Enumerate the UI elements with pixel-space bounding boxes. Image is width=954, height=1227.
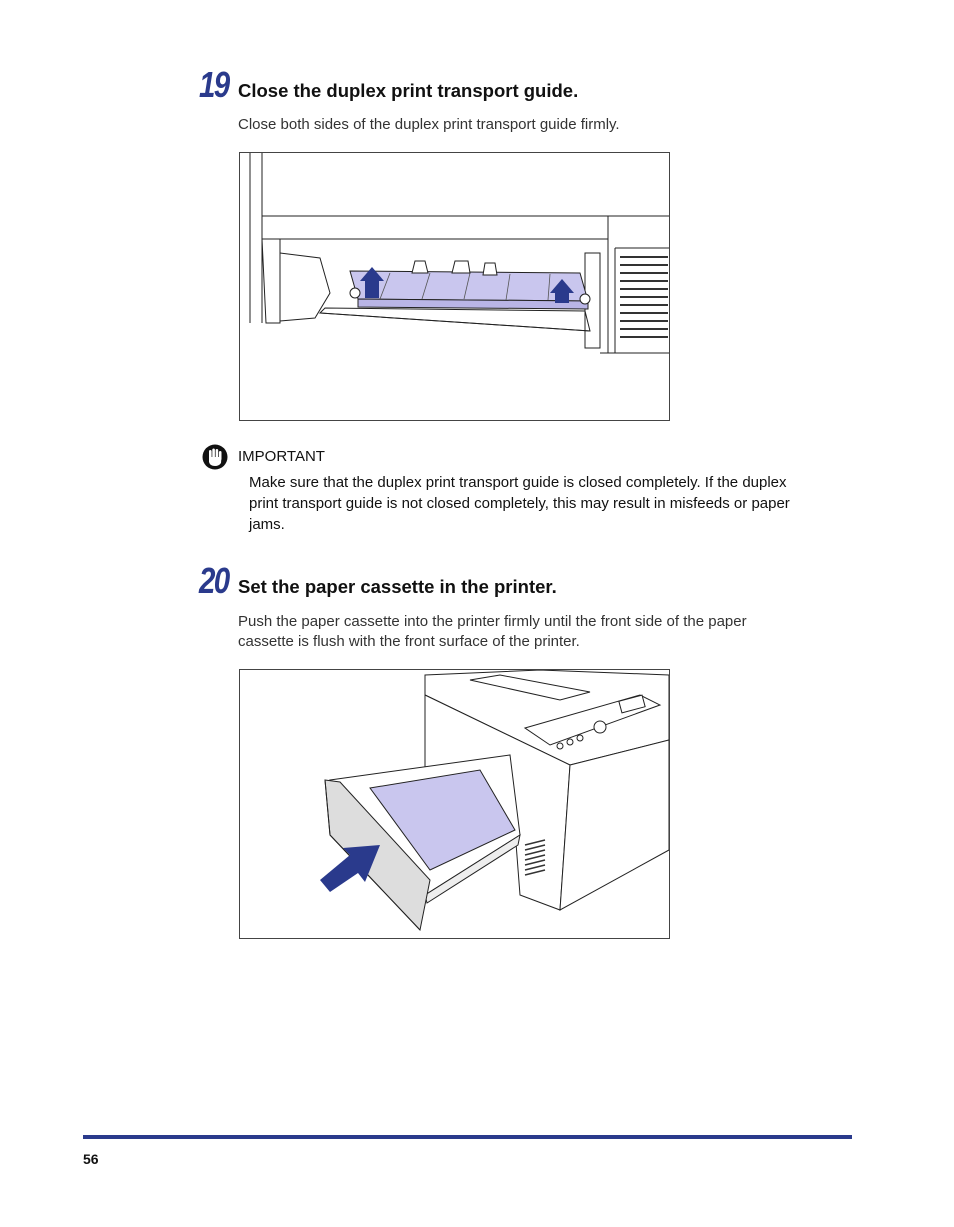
step-19-title: Close the duplex print transport guide. xyxy=(238,80,579,101)
step-19-body: Close both sides of the duplex print tra… xyxy=(238,116,620,133)
step-19-number: 19 xyxy=(199,64,230,105)
duplex-guide-illustration xyxy=(249,153,669,354)
footer-rule xyxy=(83,1135,852,1139)
page-number: 56 xyxy=(83,1151,99,1167)
important-line-3: jams. xyxy=(249,516,285,533)
step-20-title: Set the paper cassette in the printer. xyxy=(238,576,557,597)
important-line-1: Make sure that the duplex print transpor… xyxy=(249,474,787,491)
paper-cassette-illustration xyxy=(320,670,669,932)
step-20-body-line-2: cassette is flush with the front surface… xyxy=(238,633,580,650)
paper-cassette-figure xyxy=(239,669,670,939)
hand-stop-icon xyxy=(202,444,228,470)
step-20-body-line-1: Push the paper cassette into the printer… xyxy=(238,613,747,630)
duplex-guide-figure xyxy=(239,152,670,421)
important-line-2: print transport guide is not closed comp… xyxy=(249,495,790,512)
important-label: IMPORTANT xyxy=(238,448,325,465)
step-20-number: 20 xyxy=(199,560,230,601)
